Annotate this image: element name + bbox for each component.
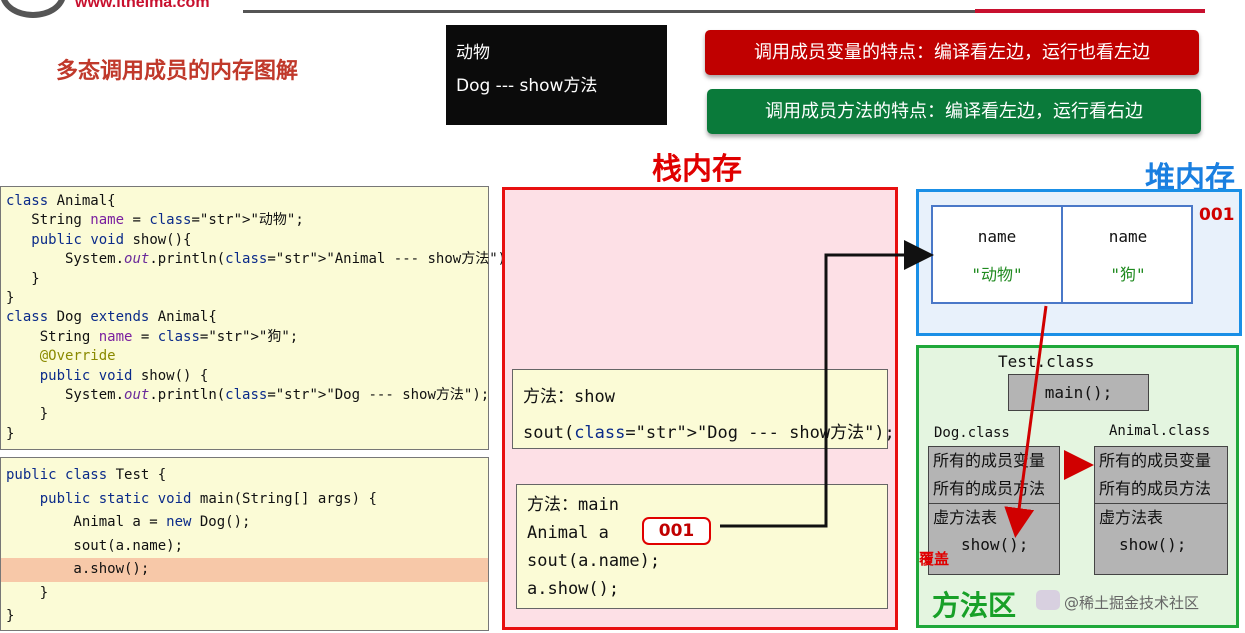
field-value: "狗" xyxy=(1110,265,1146,284)
code-line: String name = class="str">"狗"; xyxy=(6,328,299,345)
test-class-label: Test.class xyxy=(998,352,1095,371)
code-line: sout(a.name); xyxy=(6,537,184,554)
class-row: show(); xyxy=(961,535,1029,554)
dog-class-box: 所有的成员变量 所有的成员方法 虚方法表 show(); xyxy=(928,446,1060,575)
class-row: 所有的成员变量 xyxy=(933,451,1046,470)
dog-class-label: Dog.class xyxy=(934,425,1010,441)
console-line: 动物 xyxy=(456,43,490,63)
field-name: name xyxy=(977,227,1017,246)
page-title: 多态调用成员的内存图解 xyxy=(56,59,299,84)
frame-method-label: 方法：main xyxy=(527,495,619,515)
override-label: 覆盖 xyxy=(919,550,950,568)
frame-code-line: sout(class="str">"Dog --- show方法"); xyxy=(523,423,895,443)
heap-field-animal: name "动物" xyxy=(933,207,1063,302)
heap-to-method-arrow xyxy=(1004,305,1048,538)
class-row: 所有的成员方法 xyxy=(933,479,1046,498)
code-line: class Dog extends Animal{ xyxy=(6,309,217,326)
class-row: 所有的成员方法 xyxy=(1099,479,1212,498)
header-divider xyxy=(243,10,1205,13)
frame-code-line: a.show(); xyxy=(527,579,620,599)
code-line: String name = class="str">"动物"; xyxy=(6,212,304,229)
method-area-title: 方法区 xyxy=(932,589,1017,622)
reference-address: 001 xyxy=(642,517,711,545)
main-method-box: main(); xyxy=(1008,374,1149,411)
rule-method-banner: 调用成员方法的特点：编译看左边，运行看右边 xyxy=(707,89,1201,134)
reference-arrow xyxy=(720,240,934,528)
class-row: 虚方法表 xyxy=(929,503,1059,531)
code-line: System.out.println(class="str">"Dog --- … xyxy=(6,386,490,403)
code-line: @Override xyxy=(39,348,116,365)
code-block-test: public class Test { public static void m… xyxy=(0,457,489,631)
animal-class-box: 所有的成员变量 所有的成员方法 虚方法表 show(); xyxy=(1094,446,1228,575)
code-line: } xyxy=(6,406,49,423)
code-line: } xyxy=(6,289,15,306)
code-line: System.out.println(class="str">"Animal -… xyxy=(6,251,515,268)
code-line: Animal a = new Dog(); xyxy=(6,514,251,530)
watermark-icon xyxy=(1036,590,1060,610)
site-url: www.itheima.com xyxy=(75,0,210,11)
code-line: class Animal{ xyxy=(6,193,116,209)
class-row: show(); xyxy=(1119,535,1187,554)
code-line: } xyxy=(6,270,40,287)
frame-code-line: sout(a.name); xyxy=(527,551,661,571)
field-name: name xyxy=(1108,227,1148,246)
class-row: 所有的成员变量 xyxy=(1099,451,1212,470)
code-line: } xyxy=(6,584,49,601)
code-line: public class Test { xyxy=(6,467,167,483)
heap-object: name "动物" name "狗" xyxy=(931,205,1193,304)
code-line: public void show(){ xyxy=(31,231,192,248)
watermark: @稀土掘金技术社区 xyxy=(1064,594,1200,612)
code-line: } xyxy=(6,608,15,624)
code-line: public static void main(String[] args) { xyxy=(39,490,377,507)
code-line: a.show(); xyxy=(1,558,488,582)
class-row: 虚方法表 xyxy=(1095,503,1227,531)
animal-class-label: Animal.class xyxy=(1109,423,1211,439)
code-line: public void show() { xyxy=(39,367,209,384)
code-line: } xyxy=(6,425,15,442)
rule-variable-banner: 调用成员变量的特点：编译看左边，运行也看左边 xyxy=(705,30,1199,75)
console-output: 动物 Dog --- show方法 xyxy=(446,25,667,125)
field-value: "动物" xyxy=(971,265,1023,284)
stack-title: 栈内存 xyxy=(652,152,742,187)
heap-field-dog: name "狗" xyxy=(1063,207,1193,302)
heap-address: 001 xyxy=(1199,205,1235,225)
frame-variable: Animal a xyxy=(527,523,609,543)
console-line: Dog --- show方法 xyxy=(456,76,598,96)
header-accent-divider xyxy=(975,9,1205,13)
frame-method-label: 方法：show xyxy=(523,387,615,407)
code-block-classes: class Animal{ String name = class="str">… xyxy=(0,186,515,450)
